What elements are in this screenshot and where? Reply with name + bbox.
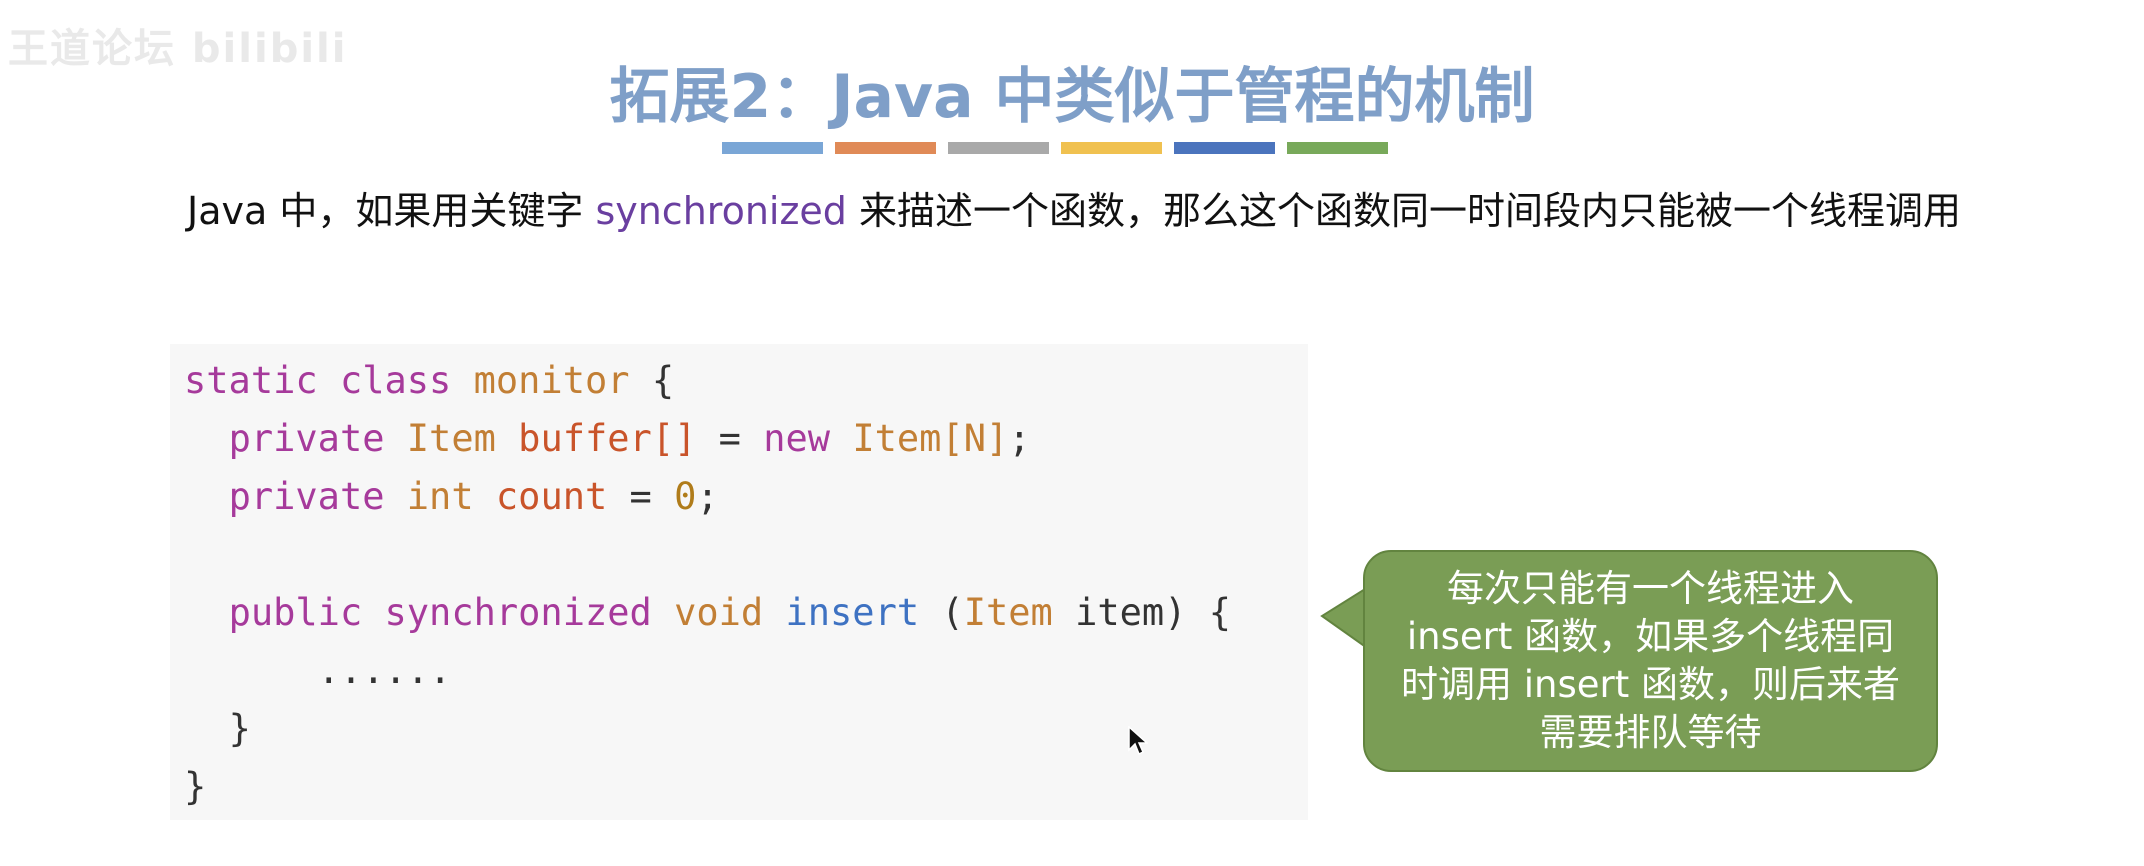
code-paren: ( — [919, 591, 964, 634]
watermark: 王道论坛 bilibili — [8, 26, 348, 72]
code-ellipsis: ...... — [317, 649, 452, 692]
code-keyword-private: private — [228, 417, 385, 460]
code-function-name: insert — [785, 591, 920, 634]
title-color-bar-3 — [948, 142, 1049, 154]
code-keyword-public: public — [228, 591, 363, 634]
description-text: Java 中，如果用关键字 synchronized 来描述一个函数，那么这个函… — [187, 186, 1967, 236]
code-array-type: Item[N] — [852, 417, 1009, 460]
callout-text: 每次只能有一个线程进入 insert 函数，如果多个线程同时调用 insert … — [1400, 567, 1900, 754]
code-operator: = — [607, 475, 675, 518]
code-operator: = — [696, 417, 764, 460]
code-close-brace-outer: } — [184, 765, 207, 808]
slide-title: 拓展2：Java 中类似于管程的机制 — [609, 62, 1535, 132]
code-keyword-class: class — [339, 359, 452, 402]
title-color-bar-6 — [1287, 142, 1388, 154]
title-color-bar-5 — [1174, 142, 1275, 154]
code-param: item) { — [1052, 591, 1232, 634]
description-after: 来描述一个函数，那么这个函数同一时间段内只能被一个线程调用 — [846, 189, 1962, 233]
code-keyword-static: static — [184, 359, 318, 402]
title-color-bar-4 — [1061, 142, 1162, 154]
code-brace: { — [629, 359, 675, 402]
callout-bubble: 每次只能有一个线程进入 insert 函数，如果多个线程同时调用 insert … — [1363, 550, 1938, 772]
code-number: 0 — [674, 475, 697, 518]
code-type: Item — [406, 417, 496, 460]
code-close-brace-inner: } — [228, 707, 251, 750]
code-text: static class monitor { private Item buff… — [184, 352, 1231, 816]
code-keyword-void: void — [674, 591, 764, 634]
title-color-bar-2 — [835, 142, 936, 154]
code-variable-buffer: buffer[] — [518, 417, 697, 460]
code-block: static class monitor { private Item buff… — [170, 344, 1308, 820]
description-keyword: synchronized — [595, 189, 847, 233]
code-semicolon: ; — [696, 475, 719, 518]
code-semicolon: ; — [1008, 417, 1031, 460]
mouse-cursor-icon — [1128, 726, 1148, 756]
code-variable-count: count — [495, 475, 608, 518]
code-param-type: Item — [963, 591, 1053, 634]
code-keyword-synchronized: synchronized — [384, 591, 652, 634]
title-color-bar-1 — [722, 142, 823, 154]
description-before: Java 中，如果用关键字 — [187, 189, 596, 233]
code-type-int: int — [406, 475, 474, 518]
code-class-name: monitor — [473, 359, 630, 402]
title-color-bars — [722, 142, 1388, 154]
code-keyword-new: new — [763, 417, 831, 460]
code-keyword-private: private — [228, 475, 385, 518]
